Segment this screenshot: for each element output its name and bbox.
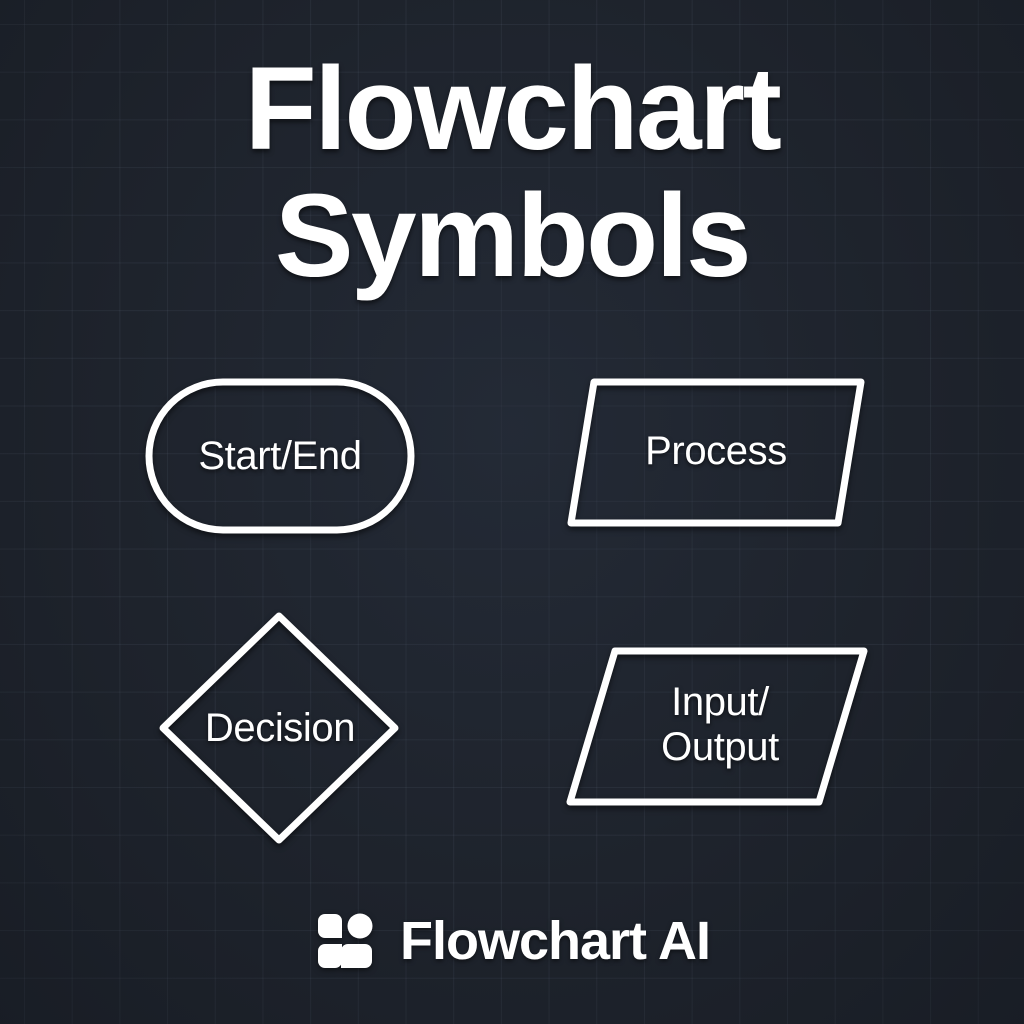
- parallelogram-shape-icon: [567, 378, 865, 527]
- page-title: Flowchart Symbols: [244, 43, 782, 303]
- diamond-shape-icon: [159, 612, 399, 844]
- stadium-shape-icon: [145, 378, 415, 534]
- symbol-shape-decision[interactable]: [155, 607, 405, 849]
- symbol-shape-input-output[interactable]: [556, 640, 886, 815]
- brand-name: Flowchart AI: [399, 911, 711, 971]
- parallelogram-shape-icon: [566, 647, 868, 806]
- symbol-shape-start-end[interactable]: [140, 371, 420, 541]
- flowchart-ai-logo-icon: [314, 910, 376, 972]
- symbol-shape-process[interactable]: [556, 371, 876, 541]
- brand-footer: Flowchart AI: [0, 910, 1024, 972]
